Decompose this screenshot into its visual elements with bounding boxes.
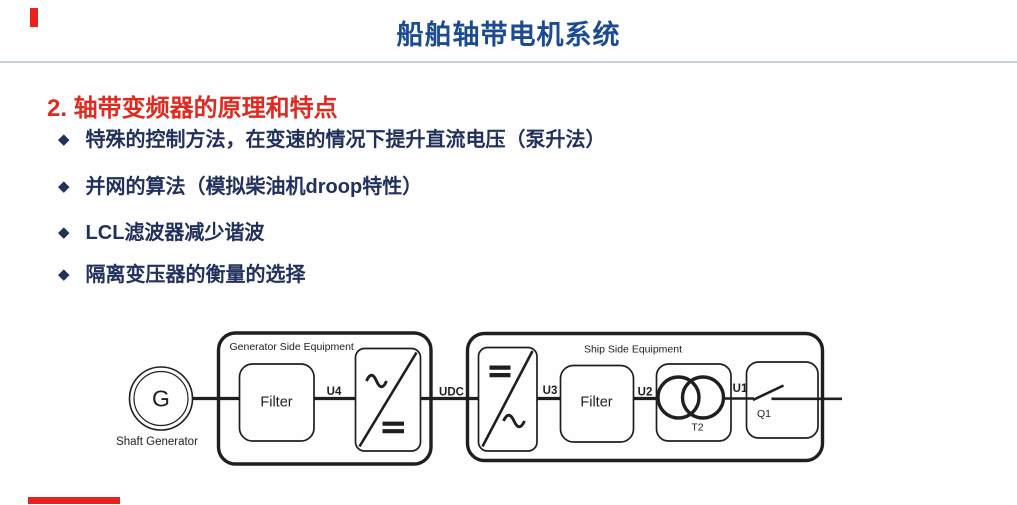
filter2-box bbox=[559, 364, 635, 443]
bullet-text: 特殊的控制方法，在变速的情况下提升直流电压（泵升法） bbox=[85, 129, 606, 151]
transformer-box bbox=[655, 363, 732, 442]
header-divider bbox=[0, 61, 1017, 63]
transformer-coil-left bbox=[656, 375, 701, 420]
list-item: ◆ 并网的算法（模拟柴油机droop特性） bbox=[58, 174, 422, 200]
generator-side-group: Generator Side Equipment Filter bbox=[216, 331, 433, 466]
switch-blade-icon bbox=[752, 384, 785, 402]
page-title: 船舶轴带电机系统 bbox=[396, 20, 621, 50]
list-item: ◆ LCL滤波器减少谐波 bbox=[58, 220, 264, 246]
node-label-u2: U2 bbox=[638, 387, 653, 399]
dc-bars-icon bbox=[382, 421, 404, 434]
bullet-text: LCL滤波器减少谐波 bbox=[85, 222, 265, 244]
ac-wave-icon bbox=[365, 373, 388, 389]
section-heading: 2. 轴带变频器的原理和特点 bbox=[47, 95, 338, 122]
bottom-left-red-marker bbox=[28, 497, 120, 504]
bullet-text: 并网的算法（模拟柴油机droop特性） bbox=[85, 176, 423, 198]
filter1-box bbox=[238, 363, 315, 442]
shaft-generator-symbol: G Shaft Generator bbox=[116, 366, 198, 448]
generator-letter: G bbox=[152, 386, 170, 412]
bullet-text: 隔离变压器的衡量的选择 bbox=[85, 264, 306, 286]
transformer-symbol: T2 bbox=[655, 363, 732, 442]
node-label-udc: UDC bbox=[439, 387, 464, 399]
ship-side-group: Ship Side Equipment Filter T2 bbox=[465, 331, 825, 463]
breaker-box bbox=[745, 361, 819, 439]
breaker-symbol: Q1 bbox=[745, 361, 819, 439]
list-item: ◆ 隔离变压器的衡量的选择 bbox=[58, 262, 306, 288]
ship-side-label: Ship Side Equipment bbox=[584, 344, 682, 356]
node-label-u4: U4 bbox=[327, 386, 342, 398]
diamond-bullet-icon: ◆ bbox=[58, 266, 70, 283]
filter1-label: Filter bbox=[260, 395, 292, 411]
generator-caption: Shaft Generator bbox=[116, 436, 198, 448]
transformer-label: T2 bbox=[691, 422, 703, 434]
filter2-label: Filter bbox=[580, 395, 612, 411]
list-item: ◆ 特殊的控制方法，在变速的情况下提升直流电压（泵升法） bbox=[58, 127, 606, 153]
inverter-symbol bbox=[477, 346, 538, 452]
generator-inner-circle bbox=[133, 370, 189, 427]
generator-side-box bbox=[216, 331, 433, 466]
breaker-label: Q1 bbox=[757, 408, 771, 420]
rectifier-symbol bbox=[354, 347, 422, 452]
ship-side-box bbox=[465, 331, 825, 463]
top-left-red-marker bbox=[30, 8, 38, 27]
ac-wave-icon bbox=[502, 413, 526, 429]
diamond-bullet-icon: ◆ bbox=[58, 131, 70, 148]
diamond-bullet-icon: ◆ bbox=[58, 178, 70, 195]
node-label-u3: U3 bbox=[543, 385, 558, 397]
dc-bars-icon bbox=[489, 365, 511, 378]
node-label-u1: U1 bbox=[733, 383, 748, 395]
diamond-bullet-icon: ◆ bbox=[58, 224, 70, 241]
transformer-coil-right bbox=[680, 375, 726, 420]
generator-side-label: Generator Side Equipment bbox=[230, 341, 354, 353]
